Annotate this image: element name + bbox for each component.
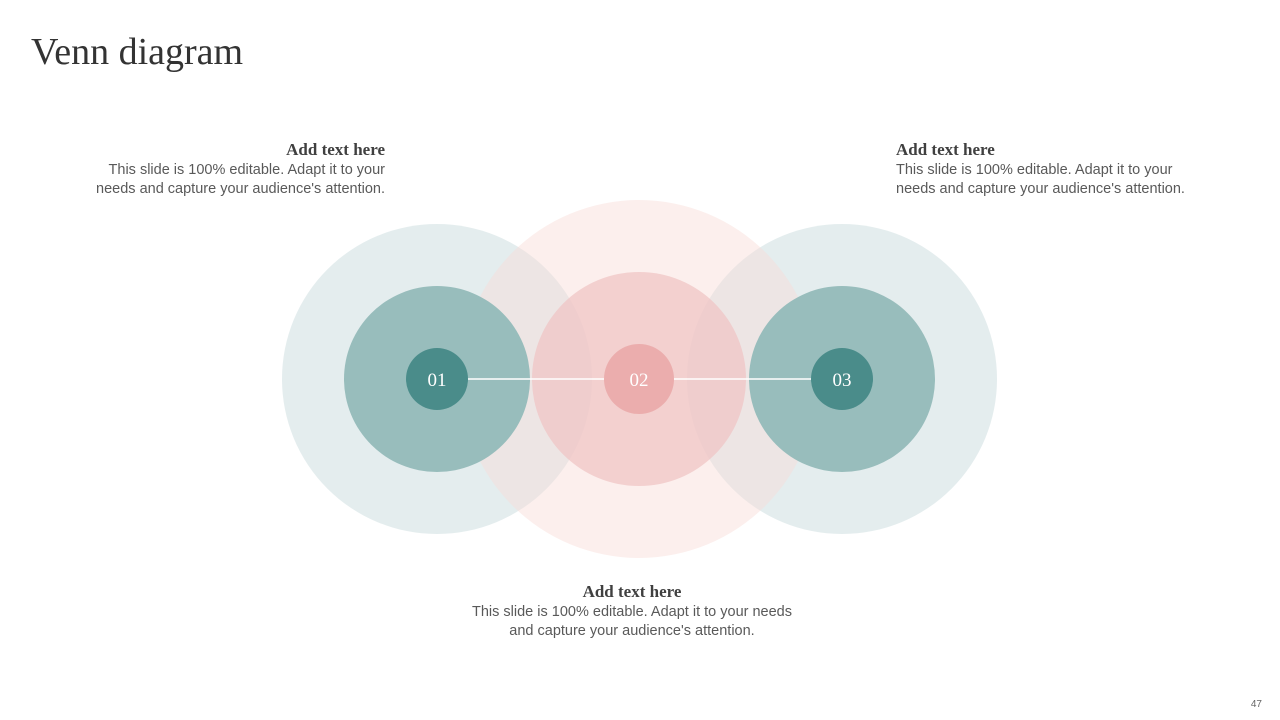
text-block-right-heading: Add text here <box>896 140 995 159</box>
node-circle-2 <box>604 344 674 414</box>
text-block-left-body-line1: This slide is 100% editable. Adapt it to… <box>108 162 385 178</box>
node-label-1: 01 <box>428 370 447 391</box>
text-block-bottom-body-line1: This slide is 100% editable. Adapt it to… <box>472 604 792 620</box>
node-circle-3 <box>811 348 873 410</box>
text-block-bottom-heading: Add text here <box>582 582 682 601</box>
text-block-bottom-body-line2: and capture your audience's attention. <box>509 623 755 639</box>
text-block-right-body-line1: This slide is 100% editable. Adapt it to… <box>896 162 1173 178</box>
node-label-3: 03 <box>833 370 852 391</box>
text-block-left: Add text here This slide is 100% editabl… <box>45 139 385 199</box>
node-label-2: 02 <box>630 370 649 391</box>
text-block-bottom: Add text here This slide is 100% editabl… <box>442 581 822 641</box>
page-number: 47 <box>1250 699 1262 710</box>
node-circle-1 <box>406 348 468 410</box>
slide-title: Venn diagram <box>31 31 244 73</box>
text-block-left-body-line2: needs and capture your audience's attent… <box>96 181 385 197</box>
text-block-left-heading: Add text here <box>286 140 385 159</box>
text-block-right: Add text here This slide is 100% editabl… <box>896 139 1236 199</box>
text-block-right-body-line2: needs and capture your audience's attent… <box>896 181 1185 197</box>
